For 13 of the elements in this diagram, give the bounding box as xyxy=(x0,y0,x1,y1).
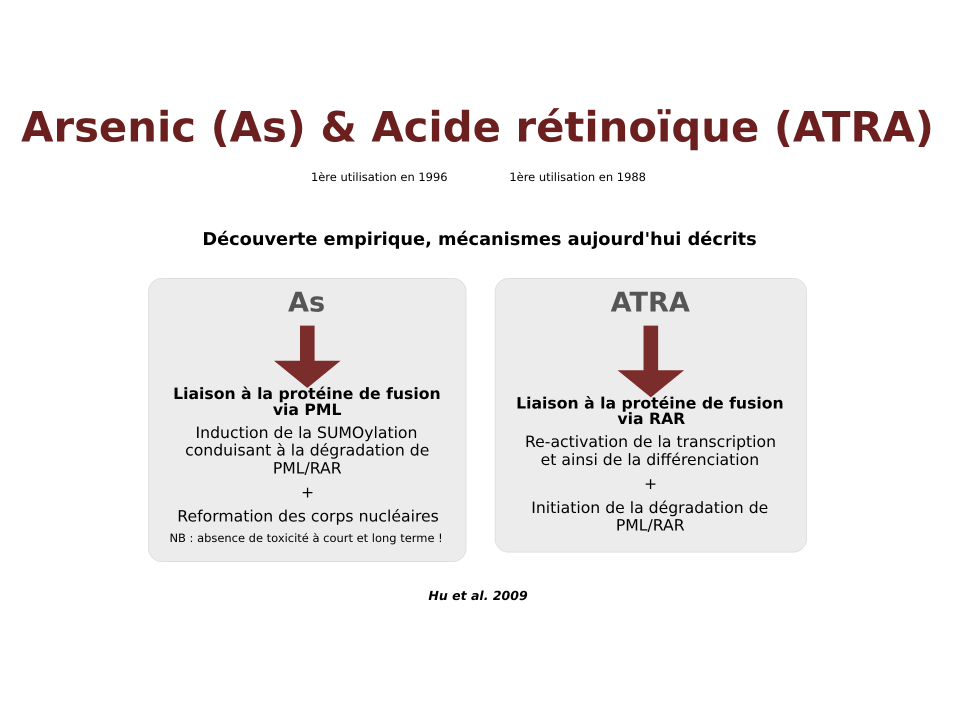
label: 1ère utilisation en 1988 xyxy=(509,170,646,184)
label: Découverte empirique, mécanismes aujourd'hui décrits xyxy=(202,230,757,250)
node-text: As xyxy=(288,288,326,319)
diagram-title: Arsenic (As) & Acide rétinoïque (ATRA) xyxy=(21,102,934,152)
cluster xyxy=(148,278,467,562)
node-text: Liaison à la protéine de fusion via RAR Re-activation de la transcription et ainsi de la différenciation + Initiation de la dégradation de PML/RAR xyxy=(516,394,784,535)
arrow xyxy=(618,326,684,398)
node-text: Liaison à la protéine de fusion via PML Induction de la SUMOylation conduisant à la dégradation de PML/RAR + Reformation des corps nucléaires NB : absence de toxicité à court et long terme ! xyxy=(169,384,443,545)
node-text: ATRA xyxy=(610,288,690,319)
cluster xyxy=(494,278,807,553)
label: Hu et al. 2009 xyxy=(428,588,528,604)
label: 1ère utilisation en 1996 xyxy=(310,170,448,184)
arrow xyxy=(274,326,341,388)
